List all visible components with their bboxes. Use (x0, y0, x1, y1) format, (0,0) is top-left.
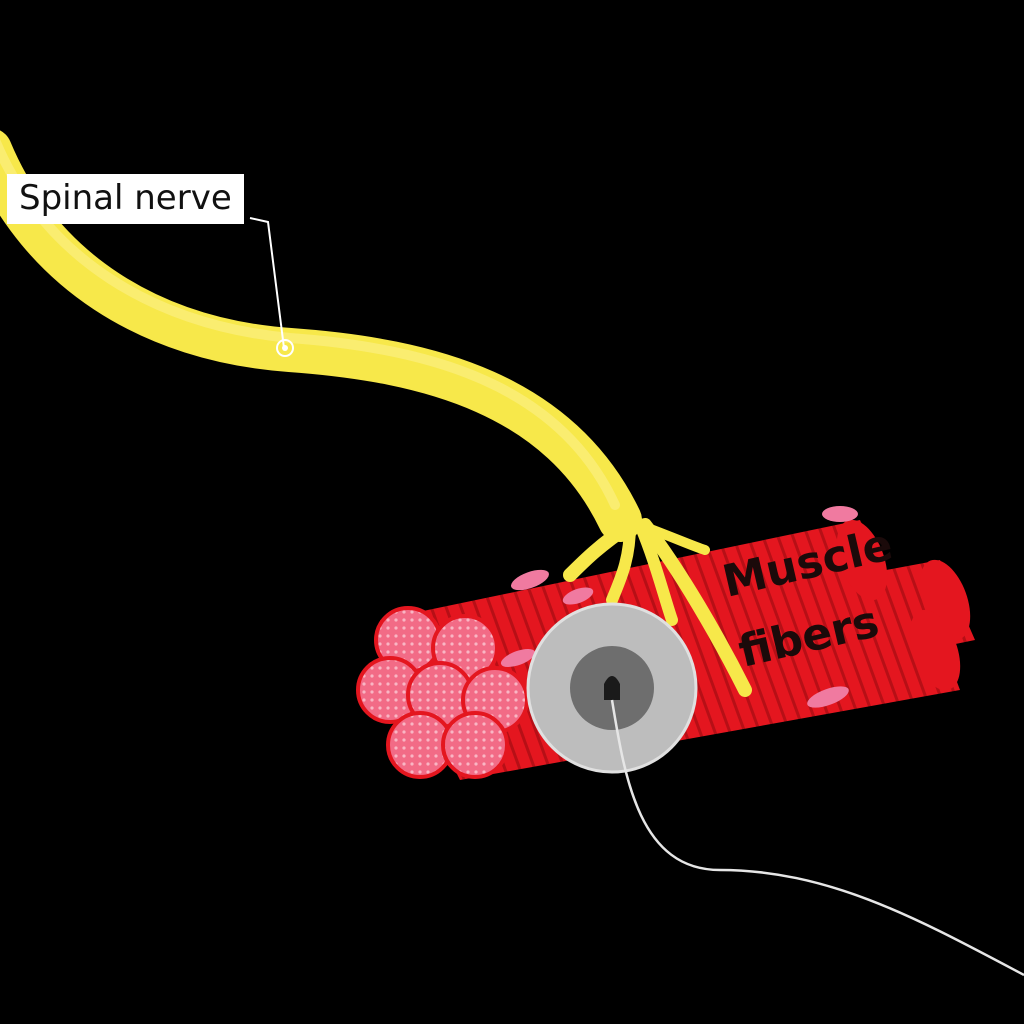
spinal-nerve-label: Spinal nerve (7, 174, 244, 224)
label-pointer (276, 339, 294, 357)
fascicle-cross-section (441, 711, 509, 779)
nucleus (807, 686, 849, 708)
nucleus (500, 648, 536, 668)
nerve-branches (563, 518, 752, 697)
spinal-nerve (0, 130, 642, 542)
electrode-wire (610, 699, 1024, 977)
nucleus (822, 506, 858, 522)
nucleus (562, 587, 594, 605)
nucleus (511, 569, 549, 591)
electrode (526, 602, 698, 774)
label-leader-line (249, 217, 285, 349)
spinal-nerve-highlight (0, 138, 620, 510)
